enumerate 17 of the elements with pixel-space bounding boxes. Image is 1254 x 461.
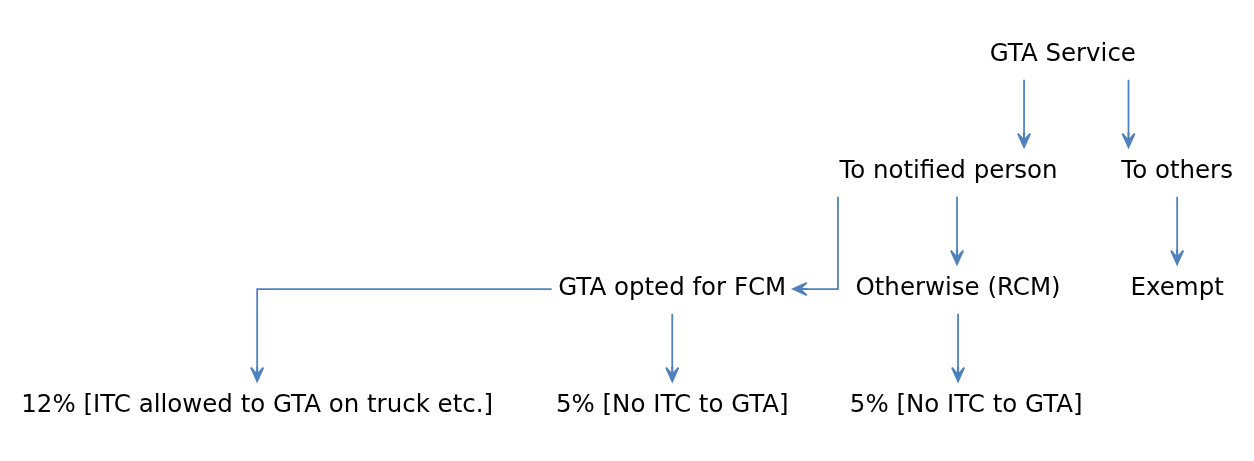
arrow (665, 312, 680, 383)
arrow (950, 195, 965, 266)
node-text: GTA opted for FCM (558, 272, 787, 302)
node-text: 5% [No ITC to GTA] (849, 389, 1083, 419)
node-text: To others (1121, 154, 1233, 184)
node-text: Exempt (1130, 272, 1224, 302)
arrow (1170, 195, 1185, 266)
node-text: GTA Service (989, 37, 1136, 67)
arrow (951, 312, 966, 383)
arrow (1121, 78, 1136, 149)
arrow (1017, 78, 1032, 149)
arrow (250, 288, 553, 383)
arrow (792, 195, 839, 297)
node-text: 5% [No ITC to GTA] (555, 389, 789, 419)
node-text: To notified person (839, 154, 1058, 184)
node-text: 12% [ITC allowed to GTA on truck etc.] (21, 389, 494, 419)
node-text: Otherwise (RCM) (855, 272, 1061, 302)
